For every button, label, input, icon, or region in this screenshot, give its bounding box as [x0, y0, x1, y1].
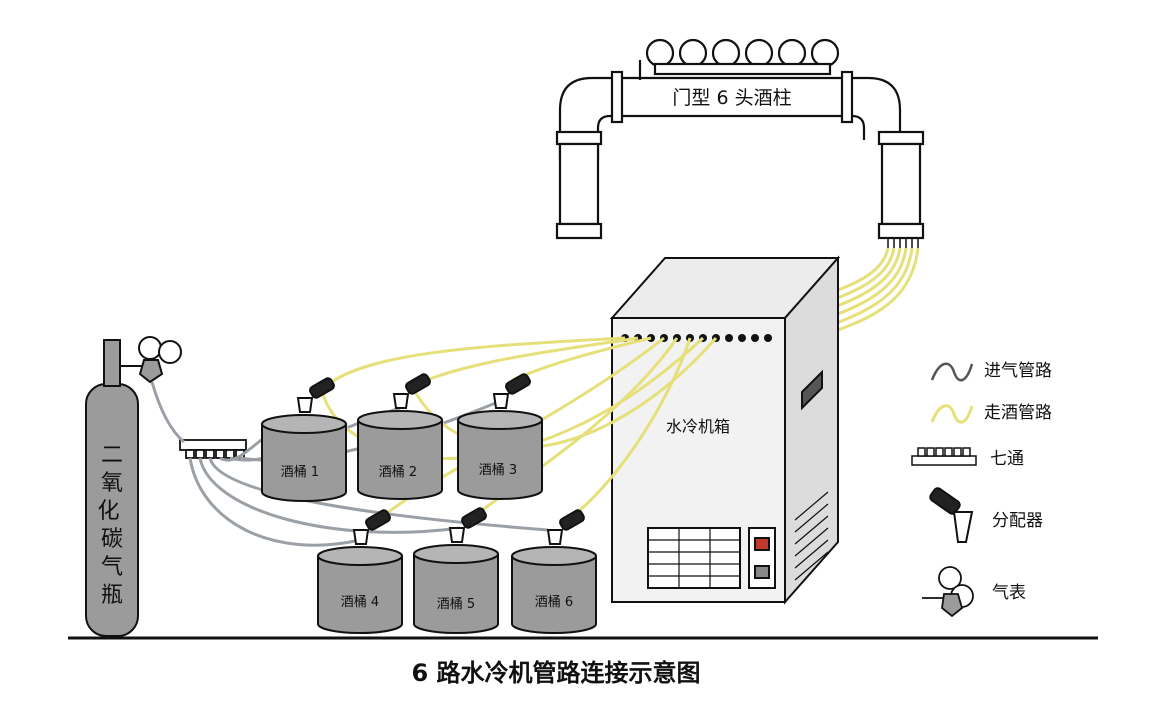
legend-gas-line: 进气管路 [984, 361, 1052, 381]
legend-coupler: 分配器 [992, 511, 1043, 531]
manifold-legend-icon [911, 447, 977, 466]
coupler-icon [448, 527, 466, 543]
tower-taps [638, 38, 840, 80]
legend: 进气管路 走酒管路 七通 分配器 气表 [911, 361, 1052, 618]
keg-5 [413, 507, 499, 634]
coupler-icon [546, 529, 564, 545]
keg-label-6: 酒桶 6 [535, 595, 573, 610]
coupler-icon [296, 397, 314, 413]
legend-beer-line: 走酒管路 [984, 403, 1052, 423]
coupler-icon [352, 529, 370, 545]
gauge-legend-icon [922, 566, 974, 618]
keg-3 [457, 373, 543, 500]
coupler-icon [392, 393, 410, 409]
keg-4 [317, 509, 403, 634]
tower-label: 门型 6 头酒柱 [672, 87, 791, 109]
diagram-title: 6 路水冷机管路连接示意图 [411, 659, 700, 687]
co2-cylinder [85, 336, 182, 637]
keg-6 [511, 509, 597, 634]
chiller-label: 水冷机箱 [666, 417, 730, 436]
beer-tower [555, 38, 925, 248]
legend-manifold: 七通 [990, 449, 1024, 469]
beer-line-legend-icon [930, 404, 974, 424]
cylinder-label: 二氧化 碳气瓶 [97, 443, 126, 608]
legend-gauge: 气表 [992, 583, 1026, 603]
coupler-icon [492, 393, 510, 409]
gas-line-legend-icon [930, 362, 974, 382]
keg-label-3: 酒桶 3 [479, 463, 517, 478]
keg-label-4: 酒桶 4 [341, 595, 379, 610]
coupler-legend-icon [929, 487, 974, 543]
gas-manifold [179, 439, 247, 459]
keg-label-2: 酒桶 2 [379, 465, 417, 480]
keg-label-5: 酒桶 5 [437, 597, 475, 612]
keg-1 [261, 377, 347, 502]
water-chiller [609, 255, 841, 605]
cylinder-regulator [120, 336, 182, 384]
keg-2 [357, 373, 443, 500]
keg-label-1: 酒桶 1 [281, 465, 319, 480]
